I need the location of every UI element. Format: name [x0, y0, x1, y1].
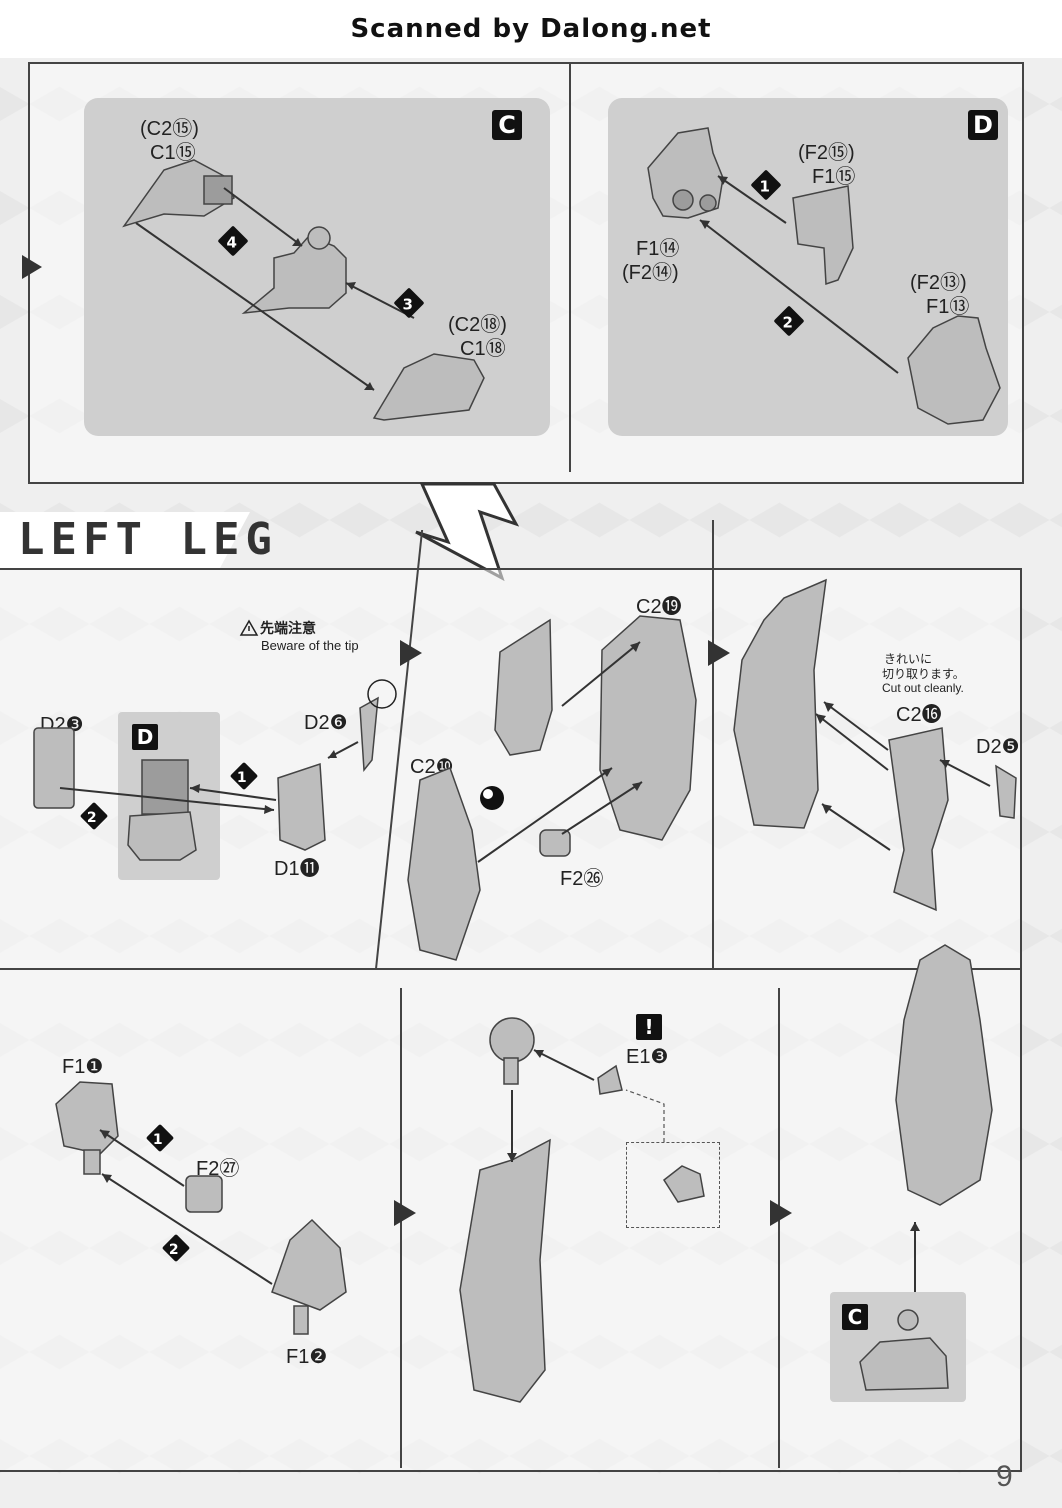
col-divider-3	[400, 988, 402, 1468]
page-number: 9	[996, 1460, 1013, 1493]
caution-jp: 先端注意	[260, 620, 316, 636]
label-f2-15: (F2⑮)	[798, 142, 855, 164]
section-connector	[415, 482, 520, 582]
step-arrow-icon	[394, 1200, 416, 1226]
label-c1-18: C1⑱	[460, 338, 506, 360]
left-leg-title-bar	[0, 512, 250, 568]
panel-d-badge: D	[968, 110, 998, 140]
label-f2-26: F2㉖	[560, 868, 604, 890]
step5-diagram	[459, 1017, 705, 1403]
step-arrow-icon	[22, 255, 42, 279]
label-f2-27: F2㉗	[196, 1158, 240, 1180]
panel-c-badge: C	[492, 110, 522, 140]
label-f1-2: F1❷	[286, 1346, 328, 1368]
step-arrow-icon	[400, 640, 422, 666]
inset-c-badge: C	[842, 1304, 868, 1330]
step1-diagram	[33, 679, 397, 861]
section-title: LEFT LEG	[18, 514, 278, 565]
label-d2-5: D2❺	[976, 736, 1020, 758]
label-f1-1: F1❶	[62, 1056, 104, 1078]
step-arrow-icon	[708, 640, 730, 666]
arrow-4	[223, 187, 303, 247]
arrow-1	[717, 175, 787, 224]
panel-c-diagram	[122, 159, 485, 421]
inset-d-badge: D	[132, 724, 158, 750]
step4-diagram	[55, 1081, 347, 1335]
part-c1-18	[372, 353, 485, 421]
label-f2-13: (F2⑬)	[910, 272, 967, 294]
caution-icon	[239, 619, 259, 636]
col-divider-4	[778, 988, 780, 1468]
inset-c-part	[859, 1309, 949, 1391]
warning-icon: !	[636, 1014, 662, 1040]
label-d2-6: D2❻	[304, 712, 348, 734]
label-f1-14: F1⑭	[636, 238, 680, 260]
step-arrow-icon	[770, 1200, 792, 1226]
label-f1-15: F1⑮	[812, 166, 856, 188]
scan-credit: Scanned by Dalong.net	[350, 14, 712, 44]
label-e1-3: E1❸	[626, 1046, 669, 1068]
step6-diagram	[895, 944, 993, 1295]
label-d1-11: D1⓫	[274, 858, 320, 880]
step3-diagram	[733, 578, 1017, 912]
col-divider-2	[712, 520, 714, 968]
label-c2-15: (C2⑮)	[140, 118, 199, 140]
label-f2-14: (F2⑭)	[622, 262, 679, 284]
part-torso	[241, 235, 347, 315]
top-divider	[569, 64, 571, 472]
note-jp-line1: きれいに	[884, 652, 933, 666]
row-divider	[0, 968, 1022, 970]
label-f1-13: F1⑬	[926, 296, 970, 318]
label-c2-18: (C2⑱)	[448, 314, 507, 336]
part-f1-13	[907, 315, 1001, 425]
note-en: Cut out cleanly.	[882, 681, 964, 695]
label-c2-19: C2⓳	[636, 596, 682, 618]
arrow-to-c1-18	[135, 222, 375, 391]
caution-en: Beware of the tip	[261, 638, 359, 653]
scan-credit-bar: Scanned by Dalong.net	[0, 0, 1062, 58]
detail-box	[626, 1142, 720, 1228]
step2-diagram	[407, 615, 697, 961]
label-c2-16: C2⓰	[896, 704, 942, 726]
panel-d-diagram	[647, 127, 1001, 425]
note-jp-line2: 切り取ります。	[882, 667, 965, 681]
part-f1-15	[792, 185, 854, 286]
label-c1-15: C1⑮	[150, 142, 196, 164]
arrow-2	[699, 219, 899, 374]
